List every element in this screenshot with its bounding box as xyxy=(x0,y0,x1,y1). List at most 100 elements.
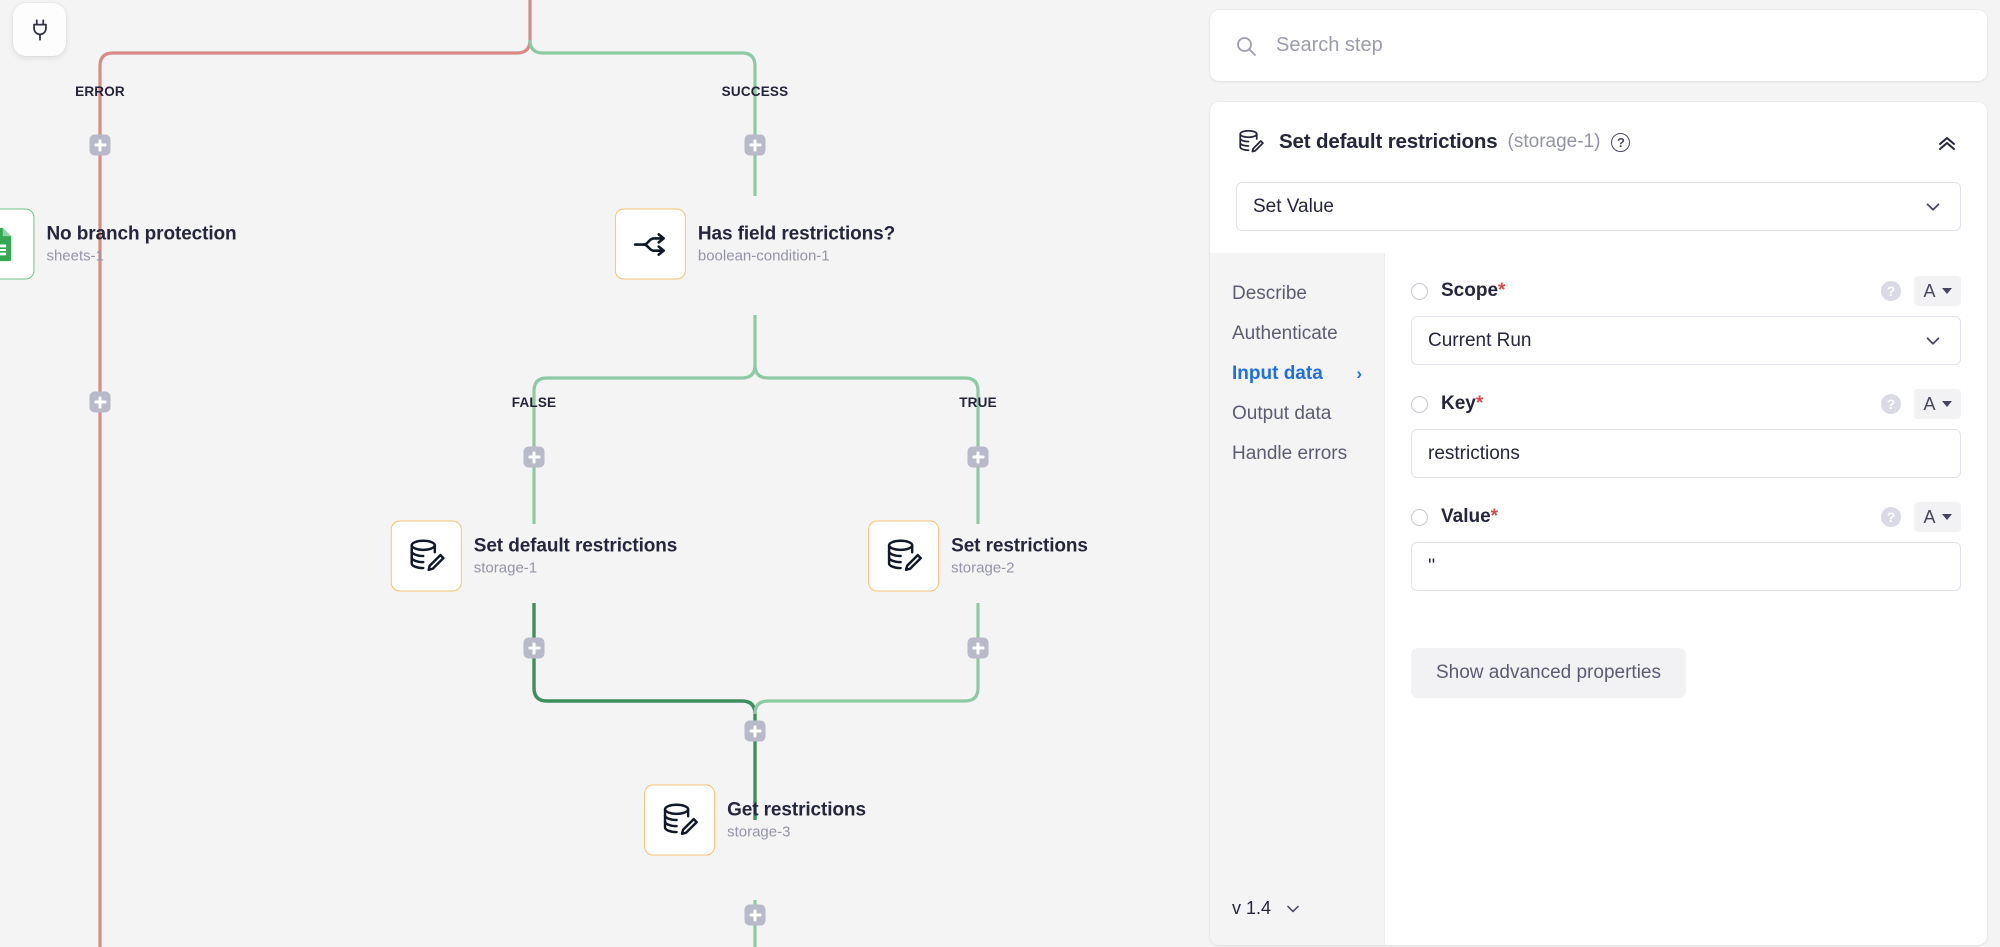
chevron-right-icon: › xyxy=(1356,364,1362,383)
node-icon-box xyxy=(390,520,462,592)
node-storage-1[interactable]: Set default restrictions storage-1 xyxy=(390,520,678,592)
caret-down-icon xyxy=(1941,288,1952,294)
edge-label-success: SUCCESS xyxy=(721,84,789,99)
collapse-panel-button[interactable] xyxy=(1933,128,1961,156)
node-boolean-condition-1[interactable]: Has field restrictions? boolean-conditio… xyxy=(614,208,895,280)
chevron-down-icon xyxy=(1287,905,1299,912)
side-nav-item-handle-errors[interactable]: Handle errors xyxy=(1210,434,1384,474)
caret-down-icon xyxy=(1941,514,1952,520)
version-label: v 1.4 xyxy=(1232,898,1272,918)
field-label: Value* xyxy=(1441,506,1498,528)
node-title: Set default restrictions xyxy=(473,535,678,557)
storage-edit-icon xyxy=(663,803,698,835)
node-subtitle: sheets-1 xyxy=(46,247,104,265)
storage-edit-icon xyxy=(409,539,445,571)
field-input-value-wrap xyxy=(1411,542,1961,591)
node-text: No branch protection sheets-1 xyxy=(46,222,236,266)
add-step-button[interactable] xyxy=(523,637,545,659)
side-nav-item-input-data[interactable]: Input data › xyxy=(1210,354,1384,394)
field-label-text: Key xyxy=(1441,393,1476,414)
node-storage-2[interactable]: Set restrictions storage-2 xyxy=(868,520,1088,592)
action-select-value: Set Value xyxy=(1253,195,1334,217)
field-help-icon[interactable]: ? xyxy=(1881,281,1901,301)
field-radio-scope[interactable] xyxy=(1411,282,1428,300)
field-help-icon[interactable]: ? xyxy=(1881,507,1901,527)
field-type-toggle-value[interactable]: A xyxy=(1914,502,1961,532)
node-icon-box xyxy=(0,208,35,280)
node-text: Set restrictions storage-2 xyxy=(951,534,1088,578)
chevron-down-icon xyxy=(1926,202,1940,211)
caret-down-icon xyxy=(1941,401,1952,407)
field-type-toggle-scope[interactable]: A xyxy=(1914,276,1961,306)
search-input[interactable] xyxy=(1276,34,1963,57)
step-side-nav: Describe Authenticate Input data › Outpu… xyxy=(1210,253,1385,945)
add-step-button[interactable] xyxy=(523,446,545,468)
add-step-button[interactable] xyxy=(89,391,111,413)
add-step-button[interactable] xyxy=(744,134,766,156)
field-input-value[interactable] xyxy=(1428,555,1944,578)
show-advanced-properties-button[interactable]: Show advanced properties xyxy=(1411,648,1686,698)
storage-edit-icon xyxy=(887,539,922,571)
node-icon-box xyxy=(868,520,940,592)
node-text: Has field restrictions? boolean-conditio… xyxy=(698,222,895,266)
workflow-canvas[interactable]: ERROR SUCCESS FALSE TRUE No branch xyxy=(0,0,1210,947)
version-selector[interactable]: v 1.4 xyxy=(1210,898,1384,945)
field-input-key-wrap xyxy=(1411,429,1961,478)
node-icon-box xyxy=(614,208,686,280)
field-input-key[interactable] xyxy=(1428,442,1944,465)
side-nav-item-output-data[interactable]: Output data xyxy=(1210,394,1384,434)
node-subtitle: storage-3 xyxy=(727,823,791,841)
node-subtitle: storage-2 xyxy=(951,559,1015,577)
side-nav-item-authenticate[interactable]: Authenticate xyxy=(1210,314,1384,354)
field-label: Key* xyxy=(1441,393,1483,415)
node-text: Get restrictions storage-3 xyxy=(727,798,866,842)
field-label-text: Scope xyxy=(1441,280,1499,301)
field-header: Key* ? A xyxy=(1411,388,1961,420)
connect-plug-button[interactable] xyxy=(13,3,66,56)
required-marker: * xyxy=(1475,393,1484,414)
action-select[interactable]: Set Value xyxy=(1236,182,1961,231)
step-header: Set default restrictions (storage-1) ? xyxy=(1210,102,1987,157)
node-title: Has field restrictions? xyxy=(697,223,896,245)
side-nav-label: Authenticate xyxy=(1232,323,1338,344)
step-id: (storage-1) xyxy=(1507,131,1601,152)
add-step-button[interactable] xyxy=(744,720,766,742)
field-value: Current Run xyxy=(1428,329,1532,351)
field-header: Value* ? A xyxy=(1411,501,1961,533)
step-config-card: Set default restrictions (storage-1) ? S… xyxy=(1210,102,1987,945)
add-step-button[interactable] xyxy=(967,637,989,659)
side-nav-item-describe[interactable]: Describe xyxy=(1210,274,1384,314)
side-nav-label: Handle errors xyxy=(1232,443,1348,464)
type-toggle-label: A xyxy=(1923,393,1936,414)
node-title: No branch protection xyxy=(46,223,237,245)
edge-label-false: FALSE xyxy=(511,395,557,410)
node-text: Set default restrictions storage-1 xyxy=(473,534,678,578)
field-label: Scope* xyxy=(1441,280,1505,302)
search-step-card xyxy=(1210,10,1987,81)
edge-lines xyxy=(98,0,980,947)
step-title: Set default restrictions xyxy=(1279,130,1498,153)
chevron-double-up-icon xyxy=(1939,137,1955,150)
side-nav-label: Describe xyxy=(1232,283,1307,304)
node-storage-3[interactable]: Get restrictions storage-3 xyxy=(644,784,866,856)
field-value-group: Value* ? A xyxy=(1411,501,1961,591)
add-step-button[interactable] xyxy=(967,446,989,468)
edge-label-true: TRUE xyxy=(959,395,997,410)
field-header: Scope* ? A xyxy=(1411,275,1961,307)
node-sheets-1[interactable]: No branch protection sheets-1 xyxy=(0,208,237,280)
add-step-button[interactable] xyxy=(89,134,111,156)
add-step-button[interactable] xyxy=(744,904,766,926)
node-subtitle: boolean-condition-1 xyxy=(697,247,830,265)
field-help-icon[interactable]: ? xyxy=(1881,394,1901,414)
field-radio-key[interactable] xyxy=(1411,395,1428,413)
help-icon[interactable]: ? xyxy=(1611,132,1631,152)
field-label-text: Value xyxy=(1441,506,1491,527)
branch-split-icon xyxy=(633,232,665,256)
side-nav-label: Input data xyxy=(1232,363,1323,384)
field-type-toggle-key[interactable]: A xyxy=(1914,389,1961,419)
side-nav-label: Output data xyxy=(1232,403,1332,424)
type-toggle-label: A xyxy=(1923,280,1936,301)
field-select-scope[interactable]: Current Run xyxy=(1411,316,1961,365)
field-radio-value[interactable] xyxy=(1411,508,1428,526)
